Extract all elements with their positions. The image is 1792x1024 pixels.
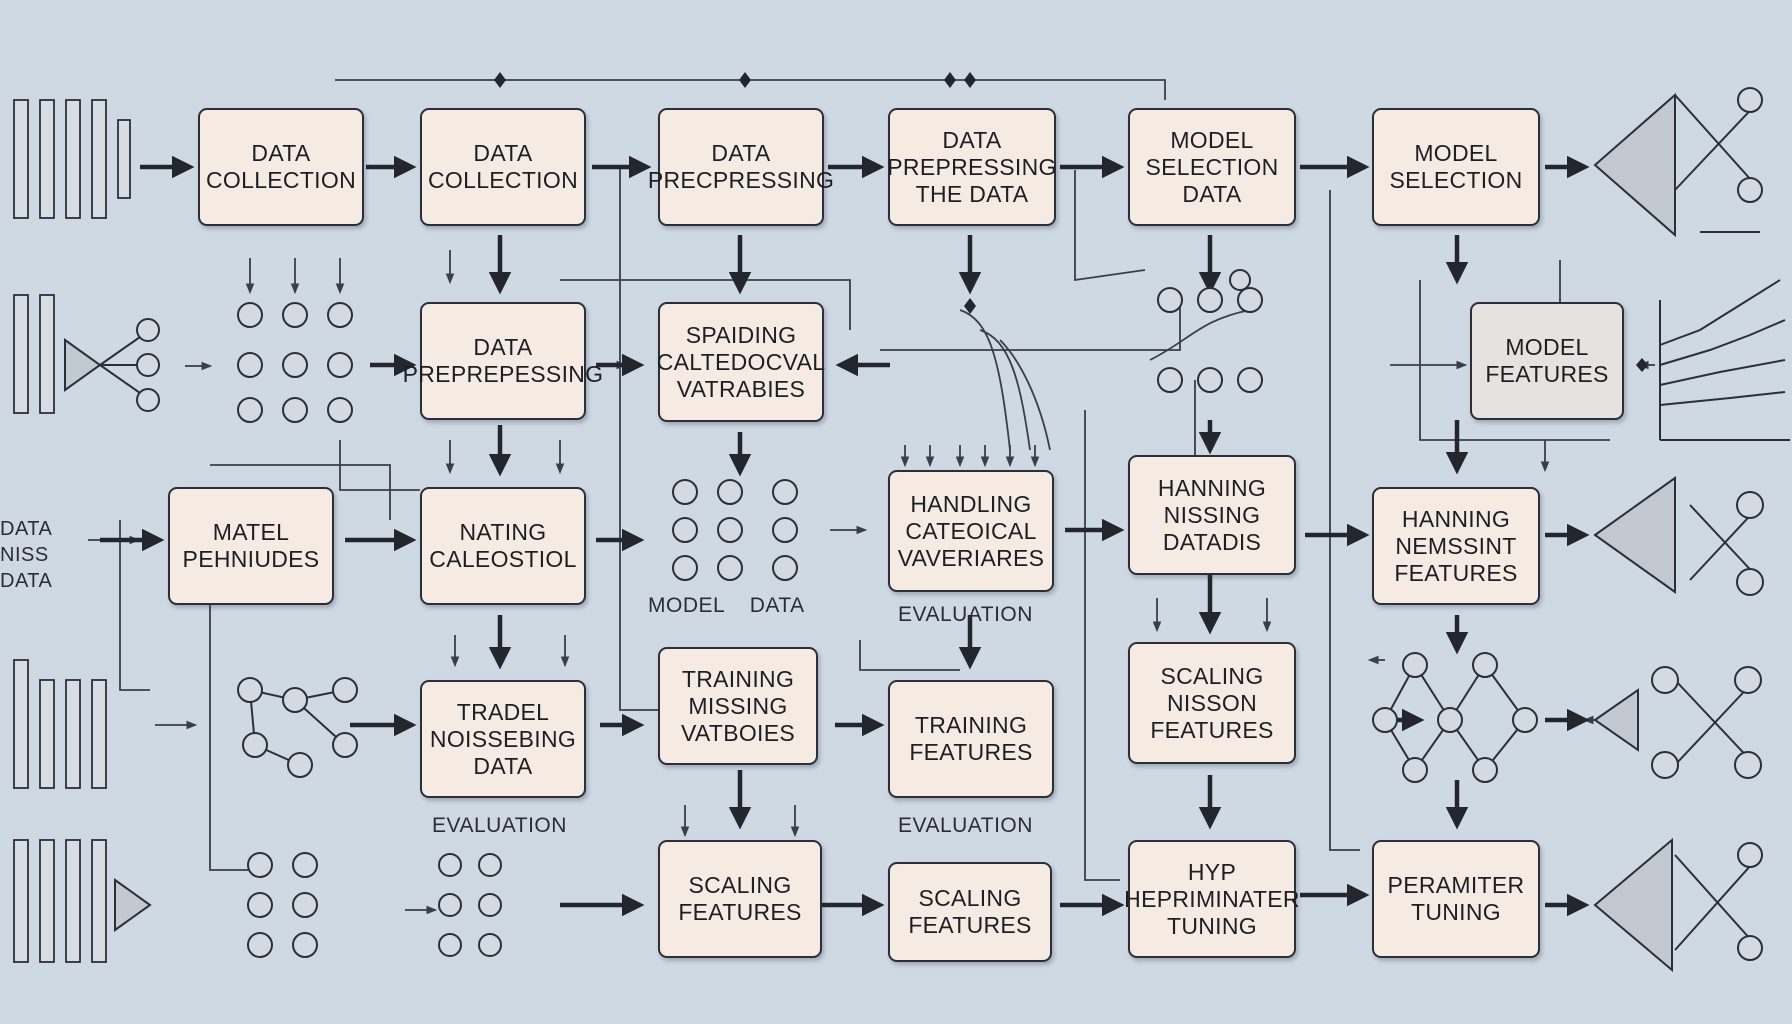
box-line: TRAINING [914,712,1028,738]
label-model-data: MODEL DATA [648,594,805,617]
box-line: DATA [473,334,533,360]
box-line: CALTEDOCVAL [656,348,826,375]
box-line: NISSON [1167,689,1257,716]
box-line: COLLECTION [428,167,578,193]
diamond-markers [494,72,1648,372]
box-line: PREPRESSING [887,153,1057,180]
box-line: SELECTION [1145,153,1279,180]
box-line: HANNING [1157,474,1267,501]
label-evaluation-2: EVALUATION [432,814,567,837]
box-line: FEATURES [678,899,802,925]
box-line: SCALING [918,885,1022,911]
box-line: FEATURES [1485,361,1609,387]
box-line: THE DATA [915,180,1029,207]
label-evaluation-3: EVALUATION [898,814,1033,837]
box-line: HYP [1187,858,1237,885]
input-stack-icons [13,99,131,963]
box-line: TUNING [1167,912,1257,939]
box-line: CATEOICAL [905,517,1037,544]
box-line: DATA [473,140,533,166]
box-line: COLLECTION [206,167,356,193]
box-line: PEHNIUDES [182,546,320,572]
box-line: TRAINING [681,665,795,692]
box-line: DATADIS [1162,528,1262,555]
box-line: NEMSSINT [1395,532,1517,559]
box-line: FEATURES [909,739,1033,765]
box-line: TUNING [1411,899,1501,925]
box-line: MODEL [1505,334,1589,360]
box-line: FEATURES [1150,716,1274,743]
box-line: DATA [711,140,771,166]
box-line: NISSING [1163,501,1261,528]
box-line: NATING [459,519,547,545]
box-line: SCALING [1160,662,1264,689]
box-line: HANNING [1401,505,1511,532]
box-line: MODEL [1414,140,1498,166]
box-line: MODEL [1170,126,1254,153]
box-line: DATA [473,752,533,779]
box-line: TRADEL [456,698,550,725]
box-line: PERAMITER [1387,872,1525,898]
side-label-missing-data: DATA NISS DATA [0,518,53,592]
box-line: VATRABIES [676,375,806,402]
triangle-icons [64,92,1676,973]
box-line: MATEL [212,519,290,545]
box-line: DATA [251,140,311,166]
box-line: HANDLING [910,490,1032,517]
box-line: SELECTION [1389,167,1523,193]
box-line: DATA [1182,180,1242,207]
box-line: FEATURES [1394,559,1518,586]
box-line: MISSING [688,692,788,719]
box-line: NOISSEBING [429,725,577,752]
box-line: CALEOSTIOL [429,546,577,572]
box-line: FEATURES [908,912,1032,938]
box-line: HEPRIMINATER [1124,885,1300,912]
thick-arrows [100,155,1590,917]
box-line: SPAIDING [685,321,797,348]
network-nodes [136,87,1764,961]
box-line: VAVERIARES [897,544,1045,571]
label-evaluation-1: EVALUATION [898,603,1033,626]
trend-chart-icon [1659,231,1790,441]
box-line: SCALING [688,872,792,898]
box-line: PREPREPESSING [402,361,604,387]
box-line: PRECPRESSING [647,167,835,193]
box-line: VATBOIES [680,719,796,746]
box-line: DATA [942,126,1002,153]
